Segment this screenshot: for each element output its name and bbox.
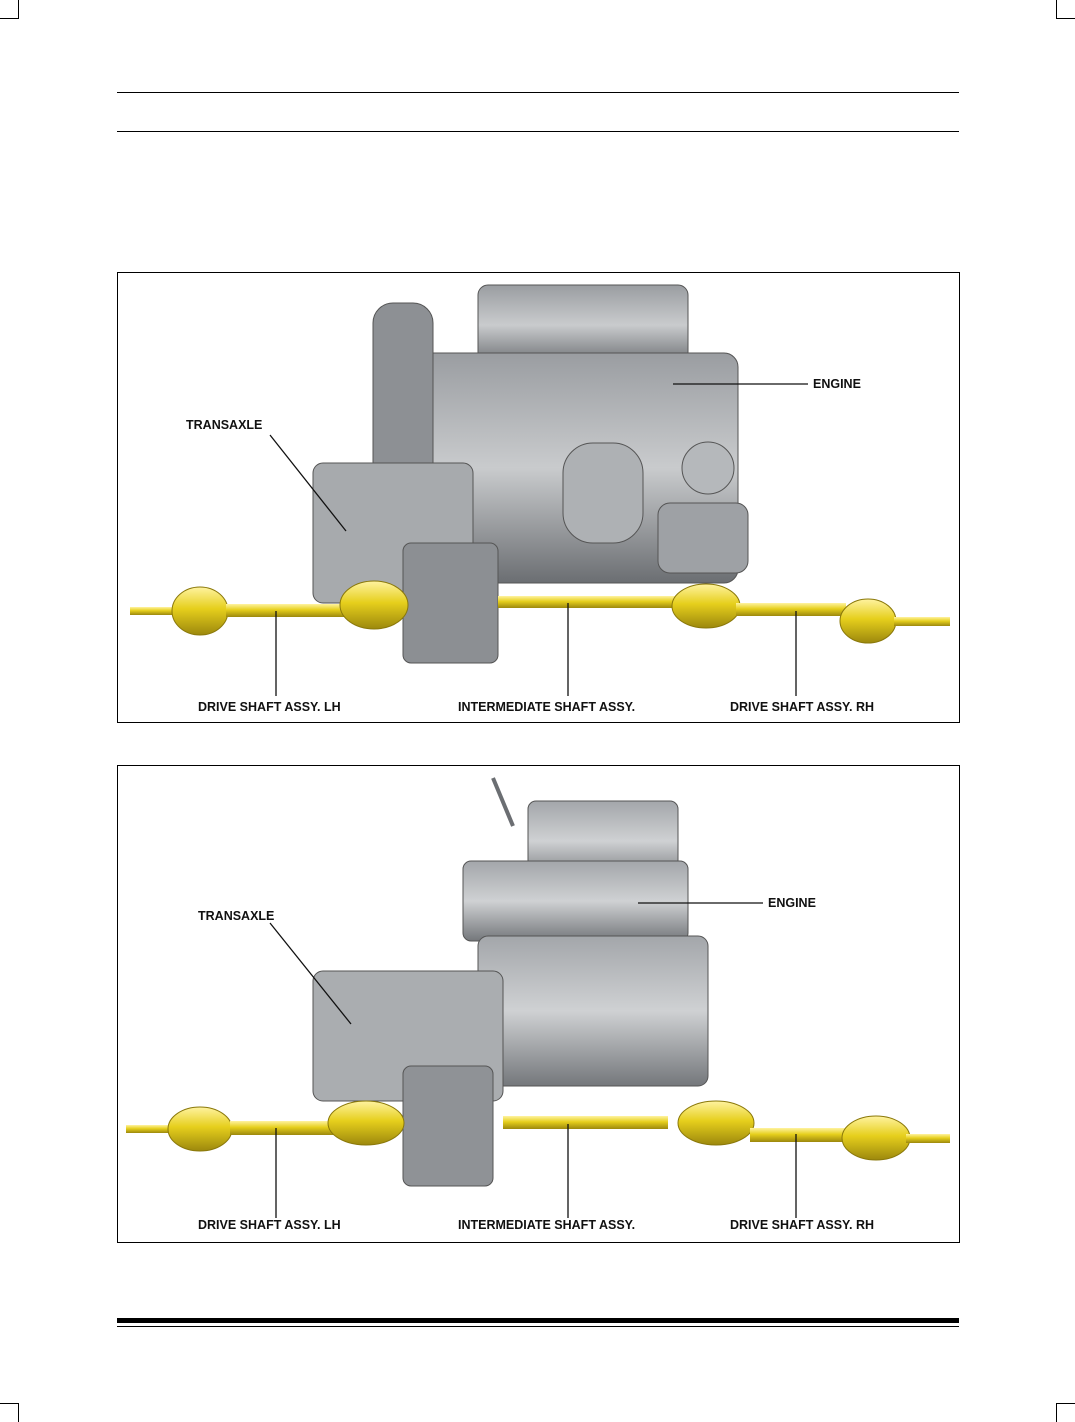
label-transaxle: TRANSAXLE <box>198 909 274 923</box>
figure-1-illustration: ENGINE TRANSAXLE DRIVE SHAFT ASSY. LH IN… <box>130 284 950 714</box>
label-transaxle: TRANSAXLE <box>186 418 262 432</box>
footer-rule-thin <box>117 1326 959 1327</box>
drive-shaft-lh <box>126 1100 405 1152</box>
leader-transaxle <box>269 434 347 532</box>
figure-2: ENGINE TRANSAXLE DRIVE SHAFT ASSY. LH IN… <box>117 765 960 1243</box>
crop-mark-bottom-right <box>1056 1403 1075 1422</box>
label-engine: ENGINE <box>813 377 861 391</box>
transaxle-assembly <box>312 970 504 1187</box>
crop-mark-bottom-left <box>0 1403 19 1422</box>
label-drive-shaft-rh: DRIVE SHAFT ASSY. RH <box>730 1218 874 1232</box>
label-drive-shaft-lh: DRIVE SHAFT ASSY. LH <box>198 700 341 714</box>
footer-rule-thick <box>117 1318 959 1323</box>
label-engine: ENGINE <box>768 896 816 910</box>
intermediate-shaft <box>498 596 678 608</box>
label-intermediate-shaft: INTERMEDIATE SHAFT ASSY. <box>458 1218 635 1232</box>
leader-transaxle <box>269 922 352 1025</box>
crop-mark-top-right <box>1056 0 1075 19</box>
intermediate-shaft <box>503 1116 668 1129</box>
header-rule-bottom <box>117 131 959 132</box>
drive-shaft-rh <box>677 1100 950 1161</box>
label-drive-shaft-lh: DRIVE SHAFT ASSY. LH <box>198 1218 341 1232</box>
figure-2-illustration: ENGINE TRANSAXLE DRIVE SHAFT ASSY. LH IN… <box>126 777 950 1232</box>
header-rule-top <box>117 92 959 93</box>
figure-1: ENGINE TRANSAXLE DRIVE SHAFT ASSY. LH IN… <box>117 272 960 723</box>
engine-assembly <box>462 777 709 1087</box>
drive-shaft-rh <box>671 583 950 644</box>
label-intermediate-shaft: INTERMEDIATE SHAFT ASSY. <box>458 700 635 714</box>
transaxle-assembly <box>312 462 499 664</box>
crop-mark-top-left <box>0 0 19 19</box>
engine-assembly <box>372 284 749 584</box>
label-drive-shaft-rh: DRIVE SHAFT ASSY. RH <box>730 700 874 714</box>
drive-shaft-lh <box>130 580 409 636</box>
